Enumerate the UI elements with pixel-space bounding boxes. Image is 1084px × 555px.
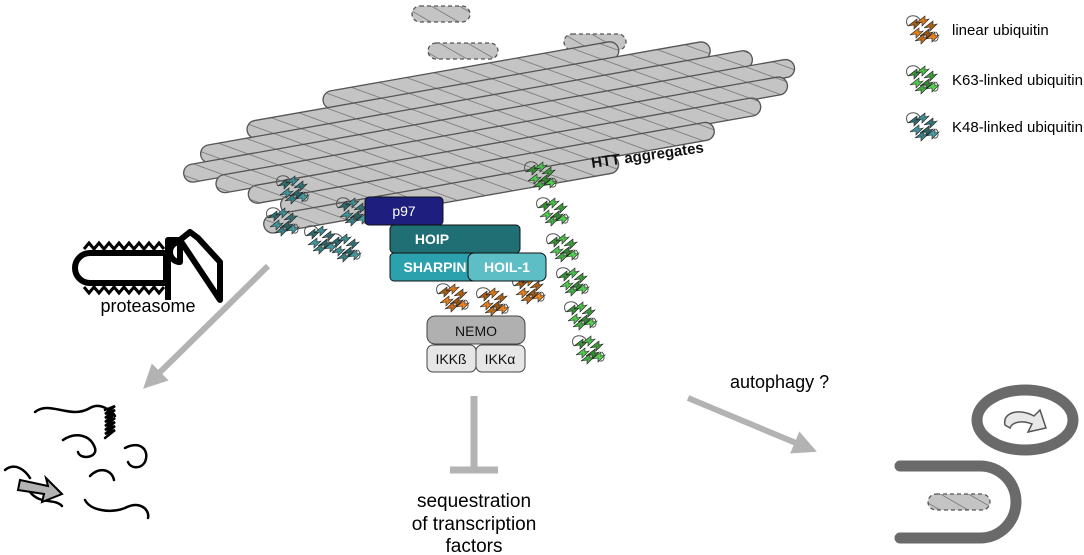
peptide-fragment (3, 465, 32, 480)
legend-label: linear ubiquitin (952, 22, 1049, 39)
ubiquitin-glyph (556, 267, 590, 297)
ubiquitin-glyph (572, 335, 606, 365)
strand-arrow-icon (16, 474, 64, 504)
legend-item-k63: K63-linked ubiquitin (906, 65, 1083, 95)
legend: linear ubiquitin K63-linked ubiquitin K4… (906, 15, 1083, 142)
legend-item-linear: linear ubiquitin (906, 15, 1049, 45)
legend-item-k48: K48-linked ubiquitin (906, 112, 1083, 142)
cargo-strand-icon (1004, 408, 1047, 434)
dashed-rod (427, 42, 499, 60)
k48-ubiquitin-icon (906, 112, 940, 142)
ubiquitin-glyph (906, 15, 940, 45)
linear-ubiquitin-icon (906, 15, 940, 45)
ubiquitin-glyph (564, 301, 598, 331)
nemo-label: NEMO (455, 323, 497, 339)
k63-ubiquitin-icon (906, 65, 940, 95)
sequestration-line-3: factors (445, 536, 502, 555)
ubiquitin-glyph (266, 207, 300, 237)
ubiquitin-glyph (524, 161, 558, 191)
ikka-box (475, 344, 526, 373)
htt-aggregate-bundle: HTT aggregates (183, 41, 796, 234)
proteasome-arrow (143, 263, 271, 389)
ubiquitin-glyph (304, 225, 338, 255)
chainsaw-icon (72, 229, 223, 303)
ubiquitin-glyph (476, 287, 510, 317)
autophagy-arrow (686, 395, 817, 454)
k63-ubiquitin-chain (524, 161, 606, 365)
protein-complex: p97 HOIP SHARPIN HOIL-1 NEMO IKKß IKKα (364, 196, 547, 373)
ubiquitin-glyph (276, 175, 310, 205)
ikkb-label: IKKß (435, 351, 466, 367)
hoil1-label: HOIL-1 (484, 259, 530, 275)
sequestration-pathway: sequestration of transcription factors (412, 396, 537, 555)
sharpin-label: SHARPIN (403, 259, 466, 275)
autophagy-pathway: autophagy ? (686, 372, 1079, 544)
hoil1-box (467, 252, 547, 282)
sequestration-line-2: of transcription (412, 514, 537, 535)
linear-ubiquitin-chain (436, 275, 546, 317)
proteasome-pathway: proteasome (72, 229, 271, 389)
ubiquitin-glyph (546, 233, 580, 263)
degraded-peptides (3, 404, 150, 520)
p97-label: p97 (392, 203, 416, 219)
phagophore (894, 460, 1022, 544)
ubiquitin-glyph (436, 283, 470, 313)
peptide-fragment (88, 468, 116, 482)
dashed-rod (411, 5, 471, 23)
ubiquitin-glyph (906, 112, 940, 142)
helix-icon (103, 404, 116, 440)
ubiquitin-glyph (328, 233, 362, 263)
ikka-label: IKKα (485, 351, 516, 367)
nemo-box (426, 315, 526, 345)
proteasome-label: proteasome (100, 296, 195, 316)
sequestration-line-1: sequestration (417, 491, 531, 512)
peptide-fragment (61, 434, 97, 459)
legend-label: K48-linked ubiquitin (952, 119, 1083, 136)
peptide-fragment (83, 498, 150, 520)
ubiquitin-glyph (536, 197, 570, 227)
dashed-rod (927, 493, 991, 511)
peptide-fragment (123, 443, 148, 469)
autophagy-label: autophagy ? (730, 372, 829, 392)
hoip-box (389, 224, 521, 254)
ubiquitin-glyph (906, 65, 940, 95)
hoip-label: HOIP (415, 231, 449, 247)
peptide-fragment (33, 404, 117, 418)
legend-label: K63-linked ubiquitin (952, 72, 1083, 89)
